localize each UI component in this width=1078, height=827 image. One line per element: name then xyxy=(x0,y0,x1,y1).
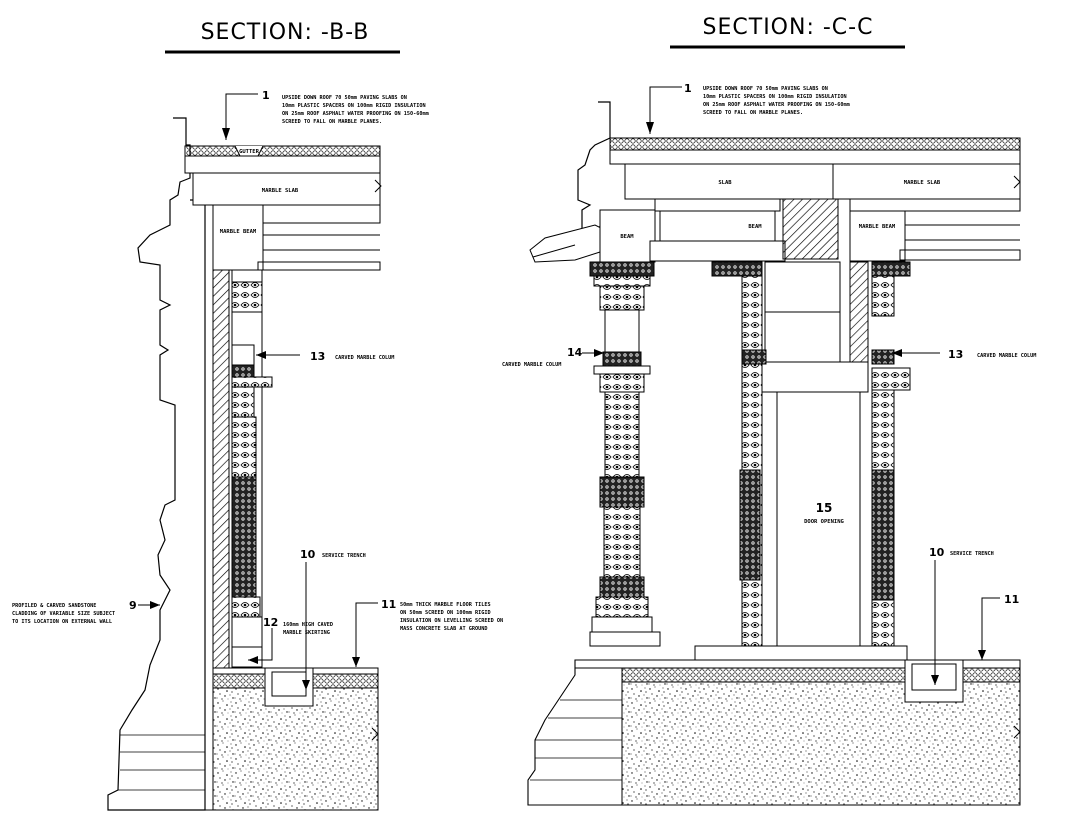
callout-text: TO ITS LOCATION ON EXTERNAL WALL xyxy=(12,619,112,625)
callout-number: 1 xyxy=(262,89,270,102)
callout-number: 1 xyxy=(684,82,692,95)
callout-text: CARVED MARBLE COLUM xyxy=(977,353,1036,359)
callout-c-15: 15 DOOR OPENING xyxy=(804,501,844,525)
callout-text: CARVED MARBLE COLUM xyxy=(502,362,561,368)
callout-text: SCREED TO FALL ON MARBLE PLANES. xyxy=(703,110,803,116)
callout-b-1: 1 UPSIDE DOWN ROOF 70 50mm PAVING SLABS … xyxy=(222,89,429,140)
section-c-c: SECTION: -C-C SLAB MARBLE SLAB BEAM BEAM… xyxy=(502,15,1036,806)
beams: BEAM BEAM MARBLE BEAM xyxy=(599,198,1021,263)
callout-text: UPSIDE DOWN ROOF 70 50mm PAVING SLABS ON xyxy=(703,86,828,92)
column-c-right xyxy=(871,261,911,648)
callout-number: 14 xyxy=(567,346,583,359)
marble-slab-label: MARBLE SLAB xyxy=(904,180,941,186)
break-line xyxy=(374,179,382,193)
callout-number: 10 xyxy=(300,548,316,561)
callout-text: PROFILED & CARVED SANDSTONE xyxy=(12,603,96,609)
section-c-title: SECTION: -C-C xyxy=(703,15,874,40)
callout-text: SERVICE TRENCH xyxy=(322,553,366,559)
callout-text: 50mm THICK MARBLE FLOOR TILES xyxy=(400,602,491,608)
callout-c-1: 1 UPSIDE DOWN ROOF 70 50mm PAVING SLABS … xyxy=(646,82,850,134)
column-c-middle xyxy=(711,261,767,647)
door-sill xyxy=(694,645,908,661)
roof-paving-layer xyxy=(609,137,1021,151)
callout-number: 10 xyxy=(929,546,945,559)
eave-line xyxy=(532,244,576,258)
gutter-label: GUTTER xyxy=(239,149,260,155)
marble-beam-label: MARBLE BEAM xyxy=(220,229,257,235)
callout-c-10: 10 SERVICE TRENCH xyxy=(929,546,994,685)
column-plinth xyxy=(589,631,661,647)
callout-b-12: 12 160mm HIGH CAVED MARBLE SKIRTING xyxy=(248,616,333,664)
roof-insulation xyxy=(609,149,1021,165)
callout-text: INSULATION ON LEVELLING SCREED ON xyxy=(400,618,503,624)
break-line-ground xyxy=(371,727,379,741)
step-lines xyxy=(530,699,622,781)
callout-b-11: 11 50mm THICK MARBLE FLOOR TILES ON 50mm… xyxy=(352,598,503,667)
beam-right-label: MARBLE BEAM xyxy=(859,224,896,230)
callout-text: ON 25mm ROOF ASPHALT WATER PROOFING ON 1… xyxy=(282,111,429,117)
callout-text: MASS CONCRETE SLAB AT GROUND xyxy=(400,626,487,632)
mass-concrete xyxy=(212,687,379,811)
callout-text: ON 50mm SCREED ON 100mm RIGID xyxy=(400,610,491,616)
callout-text: 10mm PLASTIC SPACERS ON 100mm RIGID INSU… xyxy=(282,103,426,109)
callout-text: ON 25mm ROOF ASPHALT WATER PROOFING ON 1… xyxy=(703,102,850,108)
trench-inner xyxy=(271,671,307,697)
callout-text: UPSIDE DOWN ROOF 70 50mm PAVING SLABS ON xyxy=(282,95,407,101)
callout-text: MARBLE SKIRTING xyxy=(283,630,330,636)
wall-core xyxy=(204,199,214,811)
section-b-title: SECTION: -B-B xyxy=(201,20,370,45)
door-opening-label: DOOR OPENING xyxy=(804,519,844,525)
callout-text: CARVED MARBLE COLUM xyxy=(335,355,394,361)
callout-b-9: 9 PROFILED & CARVED SANDSTONE CLADDING O… xyxy=(12,599,160,625)
callout-number: 11 xyxy=(1004,593,1019,606)
roof-paving-layer xyxy=(184,145,381,157)
beam-left-label: BEAM xyxy=(620,234,634,240)
marble-beam xyxy=(212,204,264,271)
marble-slab xyxy=(192,172,381,206)
callout-text: SCREED TO FALL ON MARBLE PLANES. xyxy=(282,119,382,125)
break-line-ground xyxy=(1013,725,1021,739)
callout-c-13: 13 CARVED MARBLE COLUM xyxy=(892,348,1036,361)
callout-number: 13 xyxy=(310,350,325,363)
wall-hatch xyxy=(212,267,230,669)
roof-insulation xyxy=(184,155,381,174)
cladding-steps xyxy=(118,734,205,791)
callout-b-13: 13 CARVED MARBLE COLUM xyxy=(256,350,394,363)
marble-slab xyxy=(624,163,1021,200)
door-opening xyxy=(776,391,861,648)
slab-label: SLAB xyxy=(718,180,732,186)
beam-mid-label: BEAM xyxy=(748,224,762,230)
door-lintel xyxy=(747,361,869,393)
callout-number: 13 xyxy=(948,348,963,361)
column-c-left xyxy=(589,261,655,633)
break-line xyxy=(1013,175,1021,189)
callout-number: 9 xyxy=(129,599,137,612)
callout-text: CLADDING OF VARIABLE SIZE SUBJECT xyxy=(12,611,115,617)
callout-number: 15 xyxy=(816,501,833,515)
wall-hatch xyxy=(849,261,869,363)
column-b xyxy=(231,269,273,668)
callout-c-11: 11 xyxy=(978,593,1019,660)
beam-moldings xyxy=(257,204,381,271)
sandstone-cladding-profile xyxy=(107,117,206,811)
callout-number: 12 xyxy=(263,616,278,629)
callout-text: SERVICE TRENCH xyxy=(950,551,994,557)
callout-text: 10mm PLASTIC SPACERS ON 100mm RIGID INSU… xyxy=(703,94,847,100)
callout-text: 160mm HIGH CAVED xyxy=(283,622,333,628)
callout-c-14: 14 CARVED MARBLE COLUM xyxy=(502,346,604,368)
callout-b-10: 10 SERVICE TRENCH xyxy=(300,548,366,690)
section-b-b: SECTION: -B-B GUTTER MARBLE SLAB MARBLE … xyxy=(12,20,503,811)
hatched-beam xyxy=(782,198,839,260)
base-steps xyxy=(527,659,622,806)
callout-number: 11 xyxy=(381,598,396,611)
marble-slab-label: MARBLE SLAB xyxy=(262,188,299,194)
